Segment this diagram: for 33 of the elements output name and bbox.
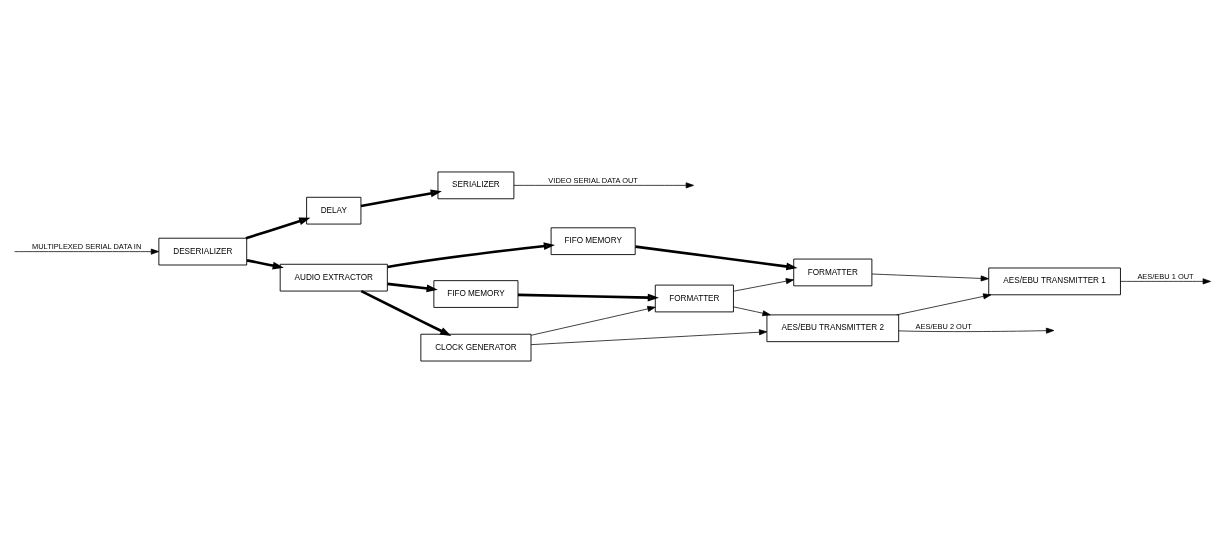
arrow bbox=[245, 217, 311, 240]
arrow bbox=[387, 242, 555, 269]
node-box: FORMATTER bbox=[793, 258, 873, 287]
arrow bbox=[513, 182, 694, 189]
node-box: AUDIO EXTRACTOR bbox=[279, 263, 388, 292]
node-box: FORMATTER bbox=[654, 284, 734, 313]
arrow bbox=[1120, 278, 1211, 285]
arrow bbox=[733, 278, 794, 292]
arrow bbox=[733, 306, 771, 317]
arrow bbox=[360, 189, 442, 208]
arrow bbox=[14, 248, 160, 255]
node-box: CLOCK GENERATOR bbox=[420, 333, 532, 362]
arrow bbox=[898, 327, 1055, 334]
arrow bbox=[530, 329, 768, 346]
arrow bbox=[387, 282, 438, 293]
node-box: AES/EBU TRANSMITTER 2 bbox=[766, 314, 900, 343]
node-box: SERIALIZER bbox=[437, 171, 515, 200]
node-box: AES/EBU TRANSMITTER 1 bbox=[988, 267, 1121, 296]
node-box: DELAY bbox=[306, 196, 362, 225]
edge-label: VIDEO SERIAL DATA OUT bbox=[548, 176, 638, 186]
arrow bbox=[530, 305, 656, 336]
edge-label: MULTIPLEXED SERIAL DATA IN bbox=[32, 242, 142, 252]
edge-label: AES/EBU 2 OUT bbox=[915, 322, 972, 332]
node-box: DESERIALIZER bbox=[158, 237, 248, 266]
arrow bbox=[896, 293, 992, 316]
arrow bbox=[517, 293, 659, 302]
node-box: FIFO MEMORY bbox=[550, 227, 636, 256]
arrow bbox=[360, 289, 452, 336]
arrow bbox=[871, 273, 989, 282]
arrow bbox=[246, 259, 284, 270]
arrow bbox=[635, 245, 798, 271]
node-box: FIFO MEMORY bbox=[433, 280, 519, 308]
edge-label: AES/EBU 1 OUT bbox=[1137, 272, 1194, 282]
